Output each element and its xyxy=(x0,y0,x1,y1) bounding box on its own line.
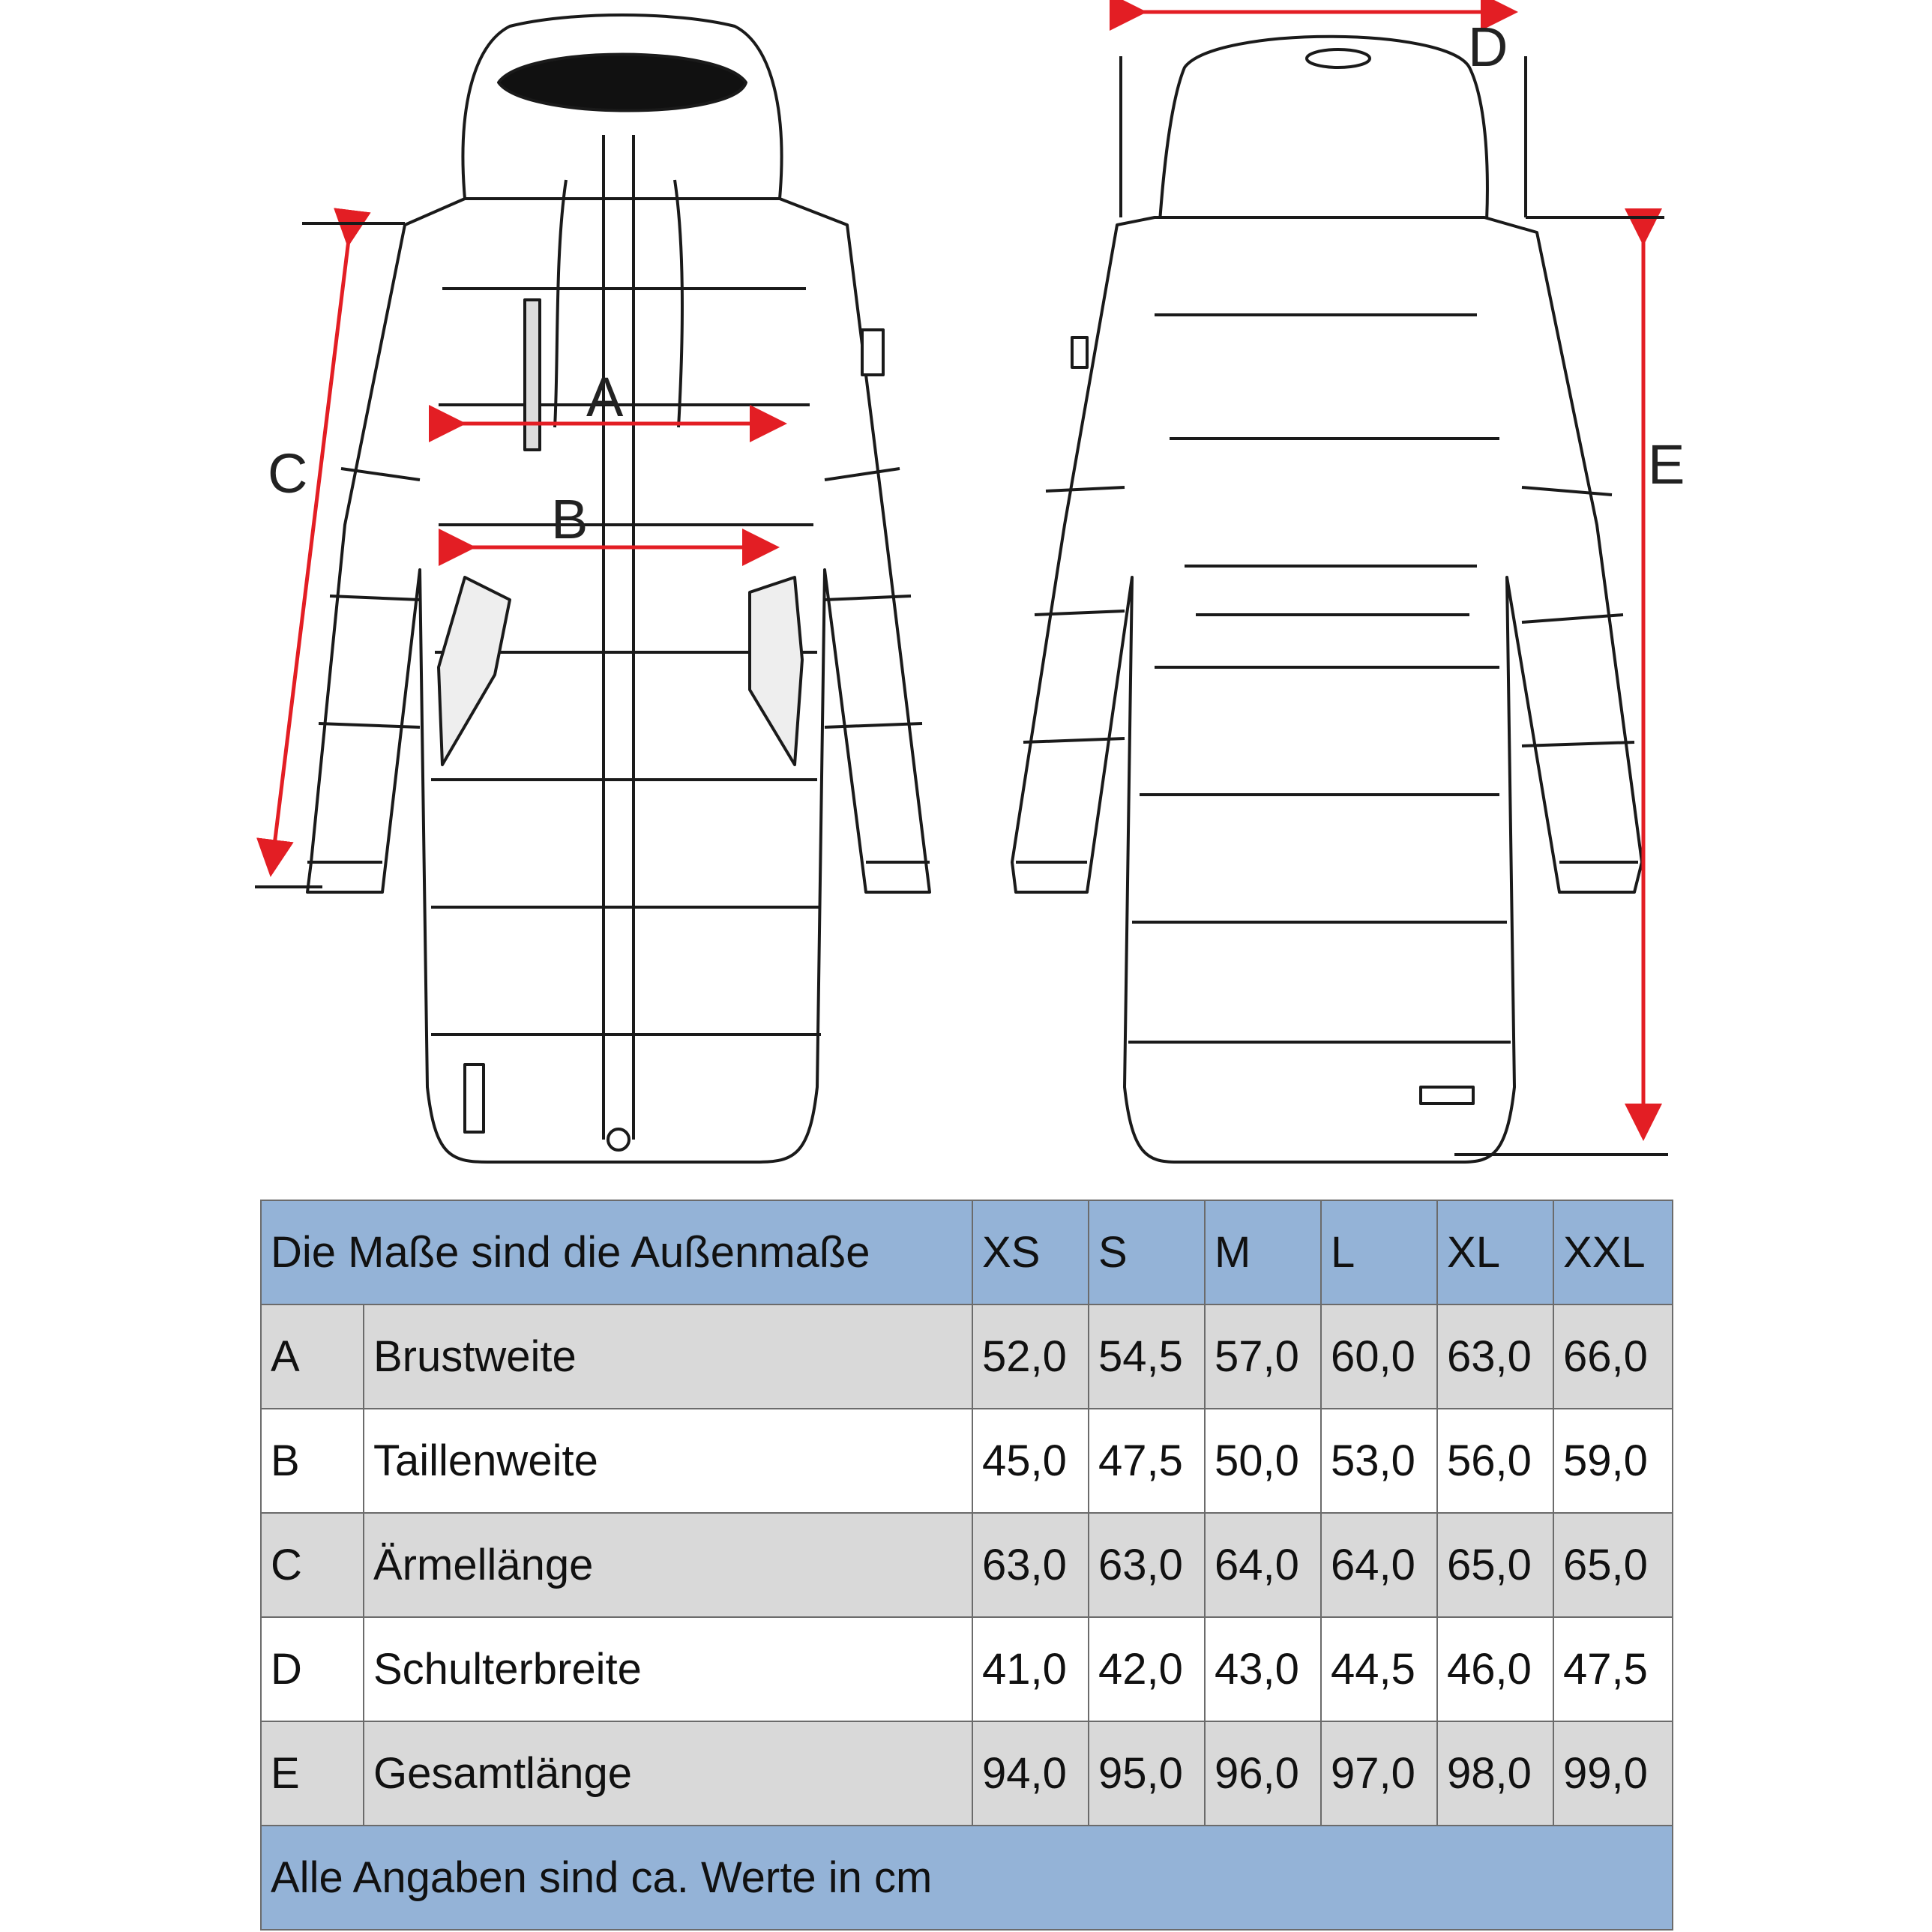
cell-value: 95,0 xyxy=(1088,1721,1206,1826)
cell-value: 52,0 xyxy=(972,1304,1090,1409)
table-row: B Taillenweite 45,0 47,5 50,0 53,0 56,0 … xyxy=(260,1408,1674,1514)
size-header: XS xyxy=(972,1200,1090,1305)
cell-value: 64,0 xyxy=(1320,1512,1439,1618)
row-code: B xyxy=(260,1408,364,1514)
label-c: C xyxy=(268,442,307,505)
cell-value: 97,0 xyxy=(1320,1721,1439,1826)
cell-value: 63,0 xyxy=(1436,1304,1555,1409)
label-b: B xyxy=(551,488,588,550)
row-label: Taillenweite xyxy=(362,1408,974,1514)
cell-value: 47,5 xyxy=(1553,1616,1674,1722)
row-label: Ärmellänge xyxy=(362,1512,974,1618)
cell-value: 43,0 xyxy=(1204,1616,1322,1722)
size-table: Die Maße sind die Außenmaße XS S M L XL … xyxy=(259,1200,1674,1931)
cell-value: 56,0 xyxy=(1436,1408,1555,1514)
size-header: XL xyxy=(1436,1200,1555,1305)
cell-value: 96,0 xyxy=(1204,1721,1322,1826)
measurement-arrows xyxy=(256,0,1662,1141)
cell-value: 47,5 xyxy=(1088,1408,1206,1514)
label-a: A xyxy=(586,366,624,428)
table-footer-note: Alle Angaben sind ca. Werte in cm xyxy=(259,1825,1674,1931)
row-label: Gesamtlänge xyxy=(362,1721,974,1826)
cell-value: 46,0 xyxy=(1436,1616,1555,1722)
row-code: D xyxy=(260,1616,364,1722)
cell-value: 57,0 xyxy=(1204,1304,1322,1409)
cell-value: 99,0 xyxy=(1553,1721,1674,1826)
jacket-back-drawing xyxy=(1011,34,1643,1164)
table-row: C Ärmellänge 63,0 63,0 64,0 64,0 65,0 65… xyxy=(260,1512,1674,1618)
cell-value: 94,0 xyxy=(972,1721,1090,1826)
size-header: M xyxy=(1204,1200,1322,1305)
jacket-measurement-diagram: A B C D E xyxy=(255,0,1685,1164)
table-row: A Brustweite 52,0 54,5 57,0 60,0 63,0 66… xyxy=(260,1304,1674,1409)
reference-lines xyxy=(255,56,1668,1156)
cell-value: 53,0 xyxy=(1320,1408,1439,1514)
cell-value: 45,0 xyxy=(972,1408,1090,1514)
cell-value: 63,0 xyxy=(1088,1512,1206,1618)
cell-value: 98,0 xyxy=(1436,1721,1555,1826)
row-label: Schulterbreite xyxy=(362,1616,974,1722)
cell-value: 65,0 xyxy=(1553,1512,1674,1618)
cell-value: 42,0 xyxy=(1088,1616,1206,1722)
jacket-front-drawing xyxy=(306,13,931,1164)
size-header: XXL xyxy=(1553,1200,1674,1305)
label-d: D xyxy=(1468,16,1508,78)
label-e: E xyxy=(1648,433,1685,496)
cell-value: 54,5 xyxy=(1088,1304,1206,1409)
cell-value: 41,0 xyxy=(972,1616,1090,1722)
cell-value: 65,0 xyxy=(1436,1512,1555,1618)
cell-value: 59,0 xyxy=(1553,1408,1674,1514)
cell-value: 60,0 xyxy=(1320,1304,1439,1409)
row-code: E xyxy=(260,1721,364,1826)
size-header: L xyxy=(1320,1200,1439,1305)
size-header: S xyxy=(1088,1200,1206,1305)
table-title: Die Maße sind die Außenmaße xyxy=(259,1200,974,1305)
table-row: D Schulterbreite 41,0 42,0 43,0 44,5 46,… xyxy=(260,1616,1674,1722)
arrow-c xyxy=(256,208,371,877)
cell-value: 66,0 xyxy=(1553,1304,1674,1409)
cell-value: 50,0 xyxy=(1204,1408,1322,1514)
row-code: C xyxy=(260,1512,364,1618)
row-label: Brustweite xyxy=(362,1304,974,1409)
cell-value: 63,0 xyxy=(972,1512,1090,1618)
table-footer-row: Alle Angaben sind ca. Werte in cm xyxy=(259,1825,1674,1931)
table-header-row: Die Maße sind die Außenmaße XS S M L XL … xyxy=(259,1200,1674,1305)
cell-value: 64,0 xyxy=(1204,1512,1322,1618)
cell-value: 44,5 xyxy=(1320,1616,1439,1722)
row-code: A xyxy=(260,1304,364,1409)
table-row: E Gesamtlänge 94,0 95,0 96,0 97,0 98,0 9… xyxy=(260,1721,1674,1826)
